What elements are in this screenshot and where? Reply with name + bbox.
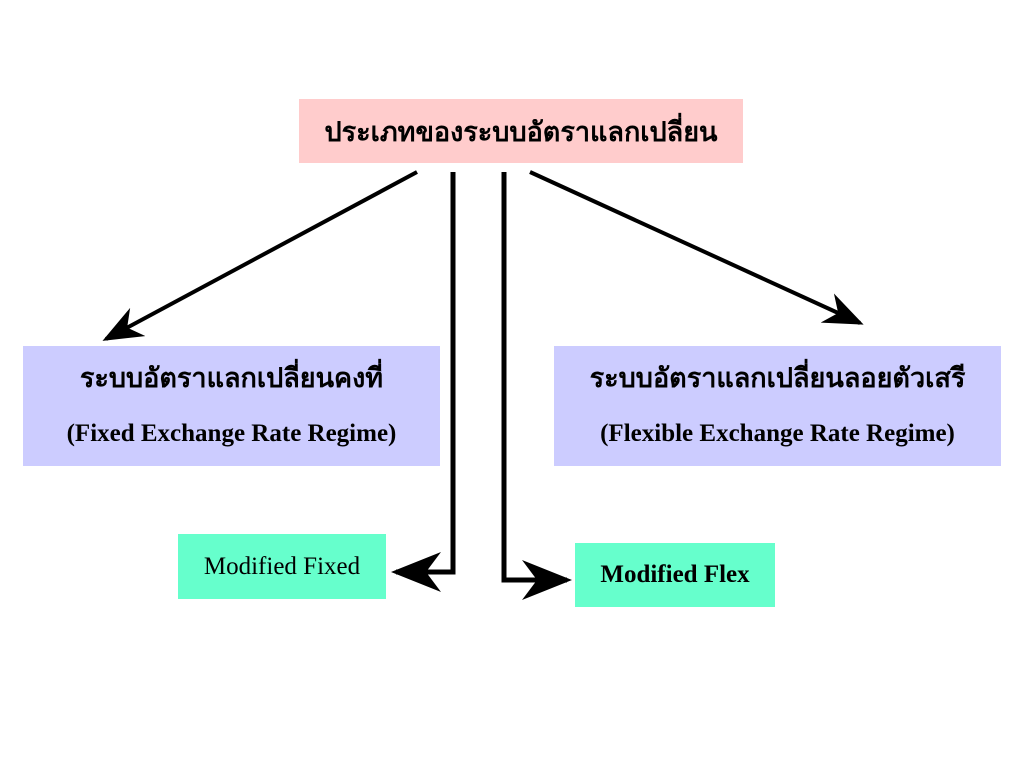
fixed-regime-english-label: (Fixed Exchange Rate Regime) <box>66 420 397 447</box>
modified-fixed-node: Modified Fixed <box>178 534 386 599</box>
modified-fixed-label: Modified Fixed <box>203 552 361 580</box>
fixed-regime-thai-label: ระบบอัตราแลกเปลี่ยนคงที่ <box>79 363 384 393</box>
fixed-regime-node: ระบบอัตราแลกเปลี่ยนคงที่ (Fixed Exchange… <box>23 346 440 466</box>
flexible-regime-node: ระบบอัตราแลกเปลี่ยนลอยตัวเสรี (Flexible … <box>554 346 1001 466</box>
modified-flex-label: Modified Flex <box>600 561 750 588</box>
flexible-regime-thai-label: ระบบอัตราแลกเปลี่ยนลอยตัวเสรี <box>589 363 966 393</box>
flexible-regime-english-label: (Flexible Exchange Rate Regime) <box>600 420 955 447</box>
root-node-exchange-rate-types: ประเภทของระบบอัตราแลกเปลี่ยน <box>299 99 743 163</box>
root-node-label: ประเภทของระบบอัตราแลกเปลี่ยน <box>324 116 718 147</box>
modified-flex-node: Modified Flex <box>575 543 775 607</box>
arrow-to-fixed-regime <box>102 170 418 341</box>
arrow-to-flexible-regime <box>529 170 864 325</box>
